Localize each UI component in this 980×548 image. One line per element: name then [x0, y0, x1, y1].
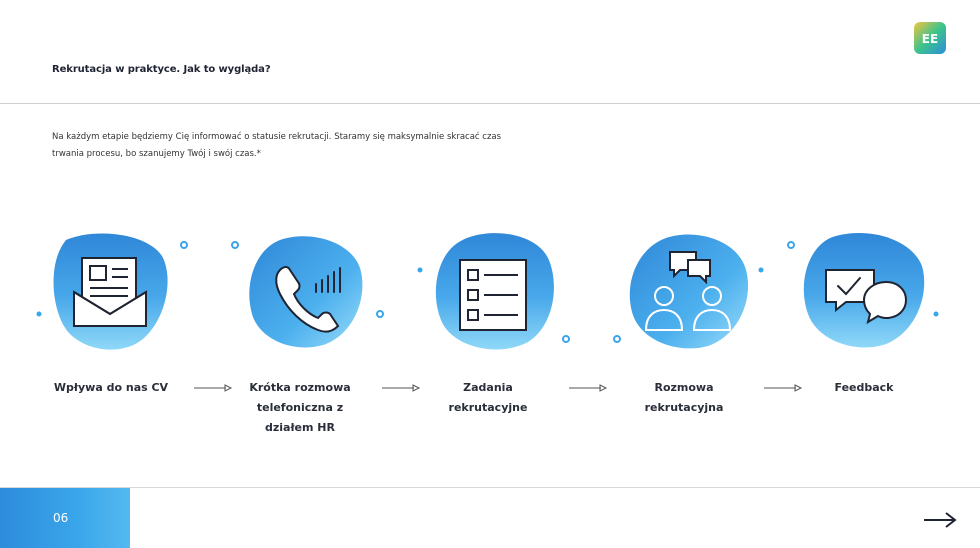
decor-dot — [758, 267, 764, 273]
step-label-hr-call: Krótka rozmowa telefoniczna z działem HR — [249, 381, 351, 434]
page-title: Rekrutacja w praktyce. Jak to wygląda? — [52, 64, 271, 75]
decor-dot — [417, 267, 423, 273]
decor-dot — [231, 241, 239, 249]
people-chat-icon — [626, 232, 752, 354]
cv-envelope-icon — [48, 230, 170, 354]
decor-dot — [562, 335, 570, 343]
process-arrow-icon — [382, 384, 421, 392]
intro-text: Na każdym etapie będziemy Cię informować… — [52, 129, 572, 163]
process-arrow-icon — [569, 384, 608, 392]
footer-divider — [0, 487, 980, 488]
step-label-tasks: Zadania rekrutacyjne — [448, 381, 528, 414]
page-number: 06 — [53, 511, 69, 525]
arrow-right-icon — [924, 512, 957, 528]
decor-dot — [36, 311, 42, 317]
page-number-badge — [0, 488, 130, 548]
step-label-feedback: Feedback — [834, 381, 894, 394]
intro-line-2: trwania procesu, bo szanujemy Twój i swó… — [52, 149, 261, 159]
header-divider — [0, 103, 980, 104]
process-arrow-icon — [764, 384, 803, 392]
step-label-interview: Rozmowa rekrutacyjna — [644, 381, 724, 414]
intro-line-1: Na każdym etapie będziemy Cię informować… — [52, 132, 502, 142]
decor-dot — [613, 335, 621, 343]
step-label-cv: Wpływa do nas CV — [53, 381, 169, 394]
checklist-icon — [430, 230, 558, 354]
decor-dot — [933, 311, 939, 317]
decor-dot — [180, 241, 188, 249]
decor-dot — [787, 241, 795, 249]
decor-dot — [376, 310, 384, 318]
svg-text:EE: EE — [922, 32, 938, 46]
feedback-bubbles-icon — [800, 230, 928, 354]
brand-logo: EE — [914, 22, 946, 54]
next-slide-button[interactable] — [922, 510, 958, 530]
process-arrow-icon — [194, 384, 233, 392]
phone-call-icon — [246, 234, 366, 352]
